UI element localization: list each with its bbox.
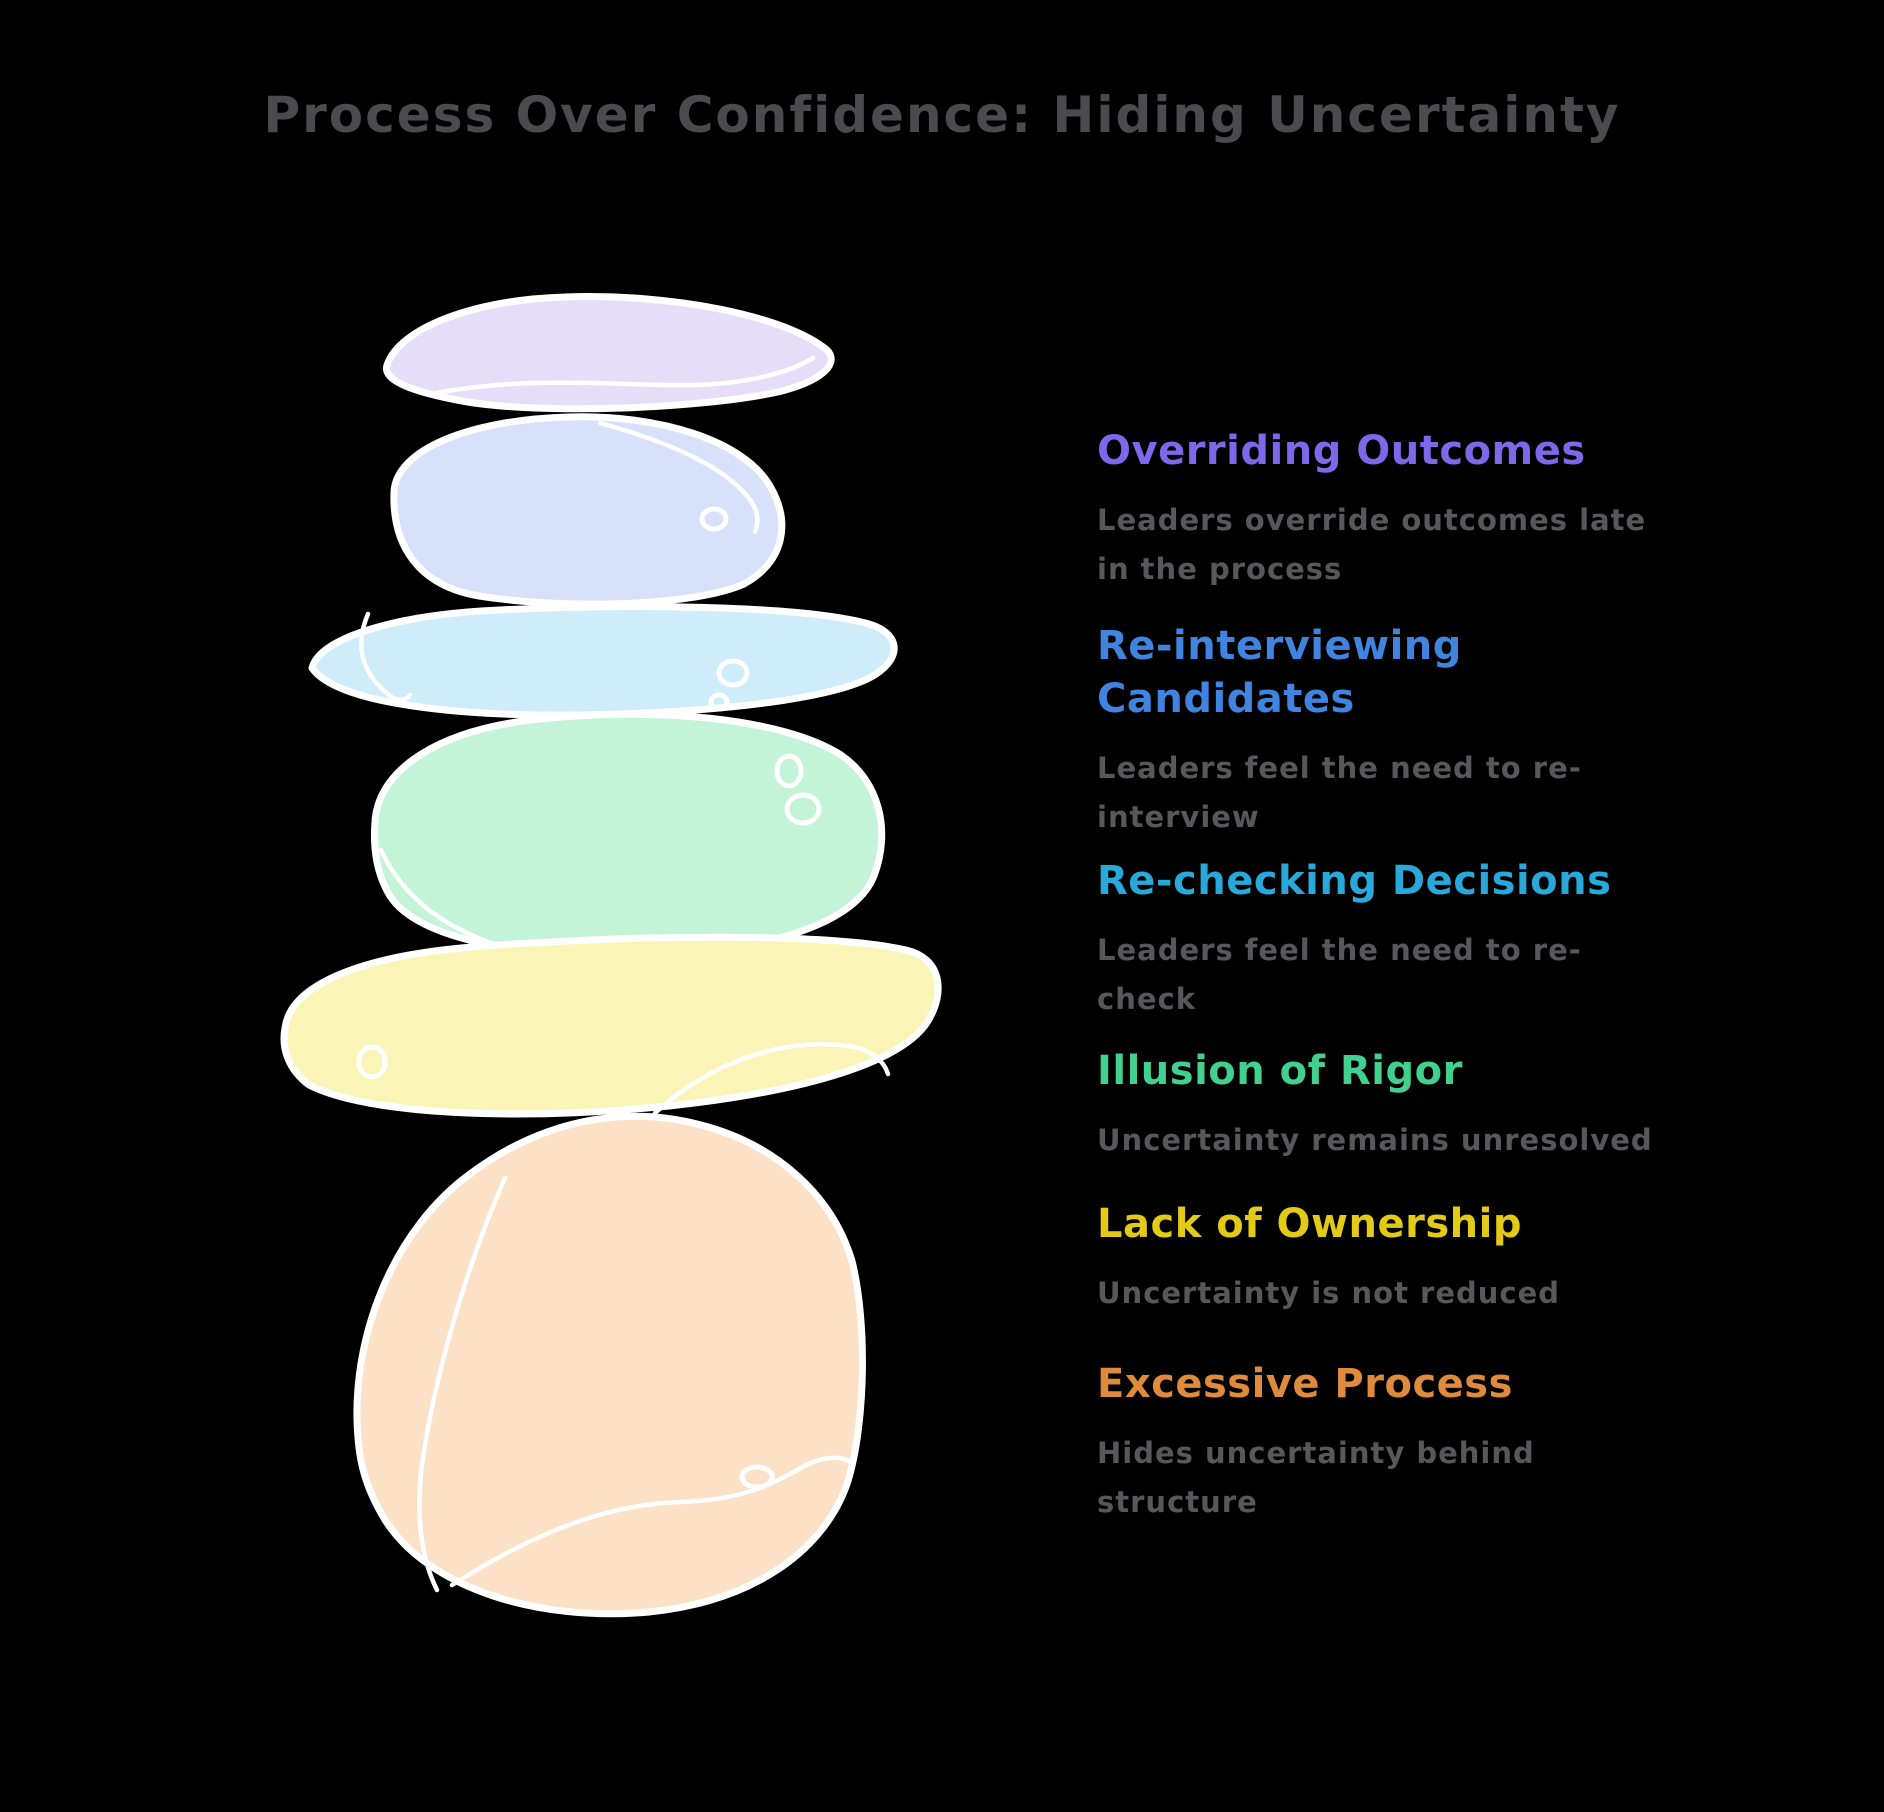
stone-body: [370, 710, 886, 960]
legend-description: Leaders feel the need to re- interview: [1097, 750, 1582, 834]
stone-highlight-line: [434, 355, 816, 396]
stone-highlight-line: [597, 420, 760, 535]
stone-highlight-line: [359, 611, 413, 702]
stone-body: [353, 1112, 866, 1618]
legend-description: Uncertainty is not reduced: [1097, 1275, 1561, 1310]
legend-heading: Excessive Process: [1097, 1361, 1513, 1407]
legend-description: Hides uncertainty behind structure: [1097, 1435, 1535, 1520]
stone-highlight-line: [449, 1455, 855, 1588]
legend-heading: Lack of Ownership: [1097, 1201, 1522, 1247]
stone-bubble: [739, 1464, 775, 1490]
legend-item-illusion-of-rigor: Illusion of Rigor Uncertainty remains un…: [1097, 1045, 1657, 1165]
stone-bubble: [708, 692, 730, 712]
legend-item-overriding-outcomes: Overriding Outcomes Leaders override out…: [1097, 425, 1657, 594]
stone-highlight-line: [652, 1042, 891, 1116]
stone-re-interviewing-candidates: [390, 413, 786, 608]
stone-body: [390, 413, 786, 608]
stone-bubble: [356, 1044, 388, 1080]
legend-heading: Illusion of Rigor: [1097, 1048, 1463, 1094]
stone-bubble: [774, 753, 804, 789]
stone-bubble: [699, 506, 729, 532]
legend-heading: Re-interviewing Candidates: [1097, 623, 1462, 722]
stone-lack-of-ownership: [280, 933, 942, 1118]
legend-heading: Re-checking Decisions: [1097, 858, 1612, 904]
page-title: Process Over Confidence: Hiding Uncertai…: [263, 86, 1621, 144]
stone-bubble: [716, 658, 750, 688]
stone-bubble: [784, 792, 822, 826]
legend-item-excessive-process: Excessive Process Hides uncertainty behi…: [1097, 1358, 1657, 1527]
legend-item-re-checking-decisions: Re-checking Decisions Leaders feel the n…: [1097, 855, 1657, 1024]
legend-description: Leaders override outcomes late in the pr…: [1097, 502, 1647, 587]
stone-highlight-line: [417, 1175, 508, 1593]
stone-illusion-of-rigor: [370, 710, 886, 960]
stone-body: [308, 603, 898, 719]
legend-description: Leaders feel the need to re- check: [1097, 932, 1582, 1017]
legend-heading: Overriding Outcomes: [1097, 428, 1586, 474]
stone-overriding-outcomes: [383, 293, 835, 413]
stone-excessive-process: [353, 1112, 866, 1618]
stone-re-checking-decisions: [308, 603, 898, 719]
legend-item-re-interviewing-candidates: Re-interviewing Candidates Leaders feel …: [1097, 620, 1657, 842]
stone-body: [383, 293, 835, 413]
stone-body: [280, 933, 942, 1118]
legend-description: Uncertainty remains unresolved: [1097, 1122, 1653, 1157]
legend-item-lack-of-ownership: Lack of Ownership Uncertainty is not red…: [1097, 1198, 1657, 1318]
